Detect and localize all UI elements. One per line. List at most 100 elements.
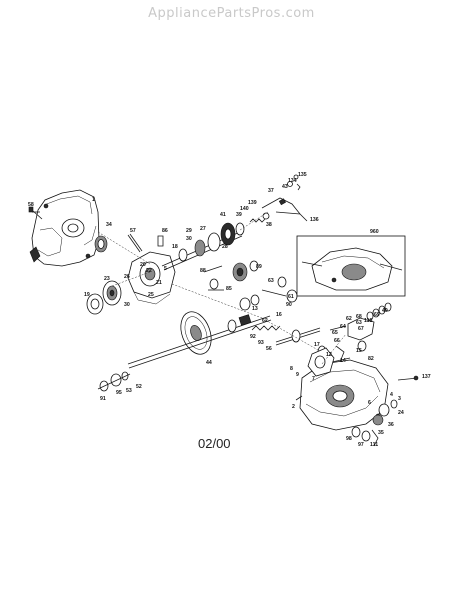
c-14: 14 [340,358,346,364]
c-56: 56 [266,346,272,352]
c-36: 36 [388,422,394,428]
left-housing [29,189,100,267]
c-61: 61 [288,294,294,300]
c-21: 21 [156,280,162,286]
center-gear-housing [127,251,176,305]
callout-labels: 58 1 34 57 86 18 30 27 29 28 41 39 140 1… [28,172,431,448]
c-90: 90 [286,302,292,308]
c-18: 18 [172,244,178,250]
c-24: 24 [398,410,404,416]
c-9: 9 [296,372,299,378]
c-63: 63 [268,278,274,284]
c-86: 86 [162,228,168,234]
axle-shaft [127,314,272,369]
c-6: 6 [368,400,371,406]
small-parts-63 [261,276,298,303]
axle-end-washers [97,371,131,392]
c-62b: 62 [346,316,352,322]
c-111: 111 [370,442,378,448]
c-43: 43 [282,184,288,190]
c-52: 52 [136,384,142,390]
c-69: 69 [374,312,380,318]
c-38: 38 [266,222,272,228]
c-88: 88 [200,268,206,274]
c-64: 64 [340,324,346,330]
c-85: 85 [226,286,232,292]
c-53: 53 [126,388,132,394]
c-23: 23 [104,276,110,282]
c-8: 8 [290,366,293,372]
c-62a: 62 [262,318,268,324]
c-13: 13 [252,306,258,312]
c-82: 82 [368,356,374,362]
valve-parts-64 [329,302,392,341]
right-housing-2 [295,359,389,431]
bolt-137 [397,375,419,381]
c-65: 65 [332,330,338,336]
c-30a: 30 [186,236,192,242]
bolt-58 [28,206,43,220]
axle-gear-44 [180,311,212,355]
c-95: 95 [116,390,122,396]
c-2: 2 [292,404,295,410]
c-30b: 30 [124,302,130,308]
c-4: 4 [390,392,393,398]
c-137: 137 [422,374,431,380]
c-134: 134 [288,178,297,184]
c-12: 12 [326,352,332,358]
c-58: 58 [28,202,34,208]
c-41: 41 [220,212,226,218]
c-91: 91 [100,396,106,402]
c-37: 37 [268,188,274,194]
c-7: 7 [312,376,315,382]
c-16: 16 [276,312,282,318]
c-1: 1 [92,197,95,203]
date-code: 02/00 [198,436,231,451]
c-35: 35 [378,430,384,436]
cylinder-block-8 [307,347,335,377]
bearing-19 [86,293,104,315]
watermark: AppliancePartsPros.com [148,6,315,21]
c-67: 67 [358,326,364,332]
c-44: 44 [206,360,212,366]
c-97: 97 [358,442,364,448]
seal-34 [94,235,108,253]
c-57: 57 [130,228,136,234]
washer-13 [239,294,260,311]
c-15: 15 [356,348,362,354]
c-140: 140 [240,206,249,212]
c-66: 66 [334,338,340,344]
c-22: 22 [146,268,152,274]
input-shaft-18 [161,222,245,271]
c-63b: 63 [356,320,362,326]
c-139: 139 [248,200,257,206]
c-136: 136 [310,217,319,223]
shift-lever-assembly [261,174,308,222]
c-3: 3 [398,396,401,402]
c-26: 26 [124,274,130,280]
c-19: 19 [84,292,90,298]
c-27: 27 [200,226,206,232]
gear-cluster-88 [203,260,259,291]
c-89: 89 [256,264,262,270]
c-20: 20 [140,262,146,268]
c-93: 93 [258,340,264,346]
c-98: 98 [346,436,352,442]
centerlines [97,211,347,365]
spring-139 [249,212,270,223]
spring-shaft-56 [251,325,321,346]
gear-23 [102,280,122,306]
cover-parts-6 [372,399,398,426]
c-29: 29 [186,228,192,234]
c-135: 135 [298,172,307,178]
c-960: 960 [370,229,379,235]
c-5: 5 [164,266,167,272]
c-34: 34 [106,222,112,228]
c-25: 25 [148,292,154,298]
key-86 [157,235,164,247]
c-40: 40 [382,308,388,314]
fittings-97 [351,426,379,447]
inset-complete-assembly-960 [296,235,406,297]
c-39: 39 [236,212,242,218]
